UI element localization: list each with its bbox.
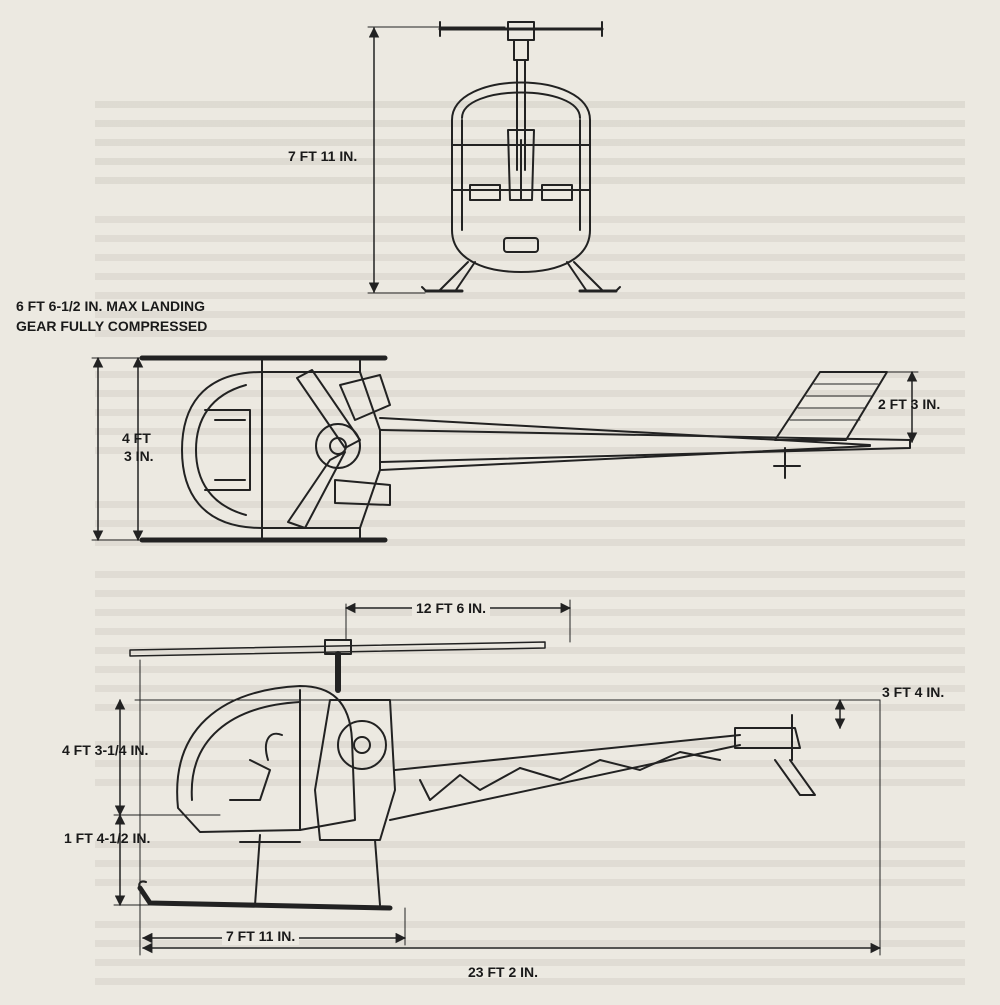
side-view [113, 599, 882, 956]
tail-rotor-height-label: 3 FT 4 IN. [882, 684, 945, 700]
max-landing-label-line1: 6 FT 6-1/2 IN. MAX LANDING [16, 298, 206, 314]
ground-clearance-label: 1 FT 4-1/2 IN. [64, 830, 151, 846]
skid-length-label: 7 FT 11 IN. [222, 928, 300, 945]
top-width-label-line2: 3 IN. [124, 448, 154, 464]
rotor-radius-label: 12 FT 6 IN. [412, 600, 491, 617]
cabin-height-label: 4 FT 3-1/4 IN. [62, 742, 149, 758]
bleed-through-text [95, 735, 965, 795]
overall-length-label: 23 FT 2 IN. [468, 964, 539, 980]
top-width-label-line1: 4 FT [122, 430, 151, 446]
front-height-label: 7 FT 11 IN. [288, 148, 358, 164]
bleed-through-text [95, 565, 965, 715]
max-landing-label-line2: GEAR FULLY COMPRESSED [16, 318, 208, 334]
tail-span-label: 2 FT 3 IN. [878, 396, 941, 412]
front-view [367, 21, 621, 294]
bleed-through-text [95, 95, 965, 185]
bleed-through-text [95, 210, 965, 345]
bleed-through-text [95, 495, 965, 555]
bleed-through-text [95, 835, 965, 895]
top-view [91, 355, 919, 543]
